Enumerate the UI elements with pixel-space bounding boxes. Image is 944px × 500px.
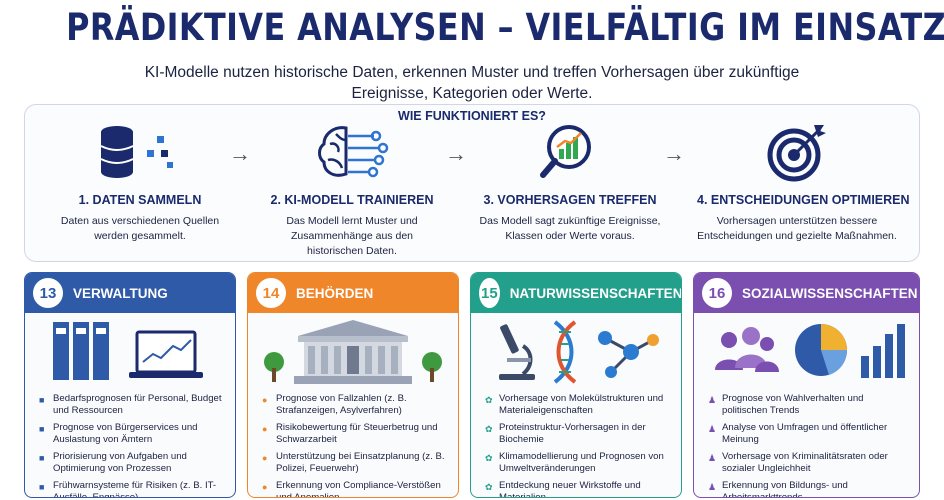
list-item: ■Bedarfsprognosen für Personal, Budget u…: [39, 393, 222, 416]
brain-icon: [263, 121, 441, 183]
arrow-right-icon: →: [229, 141, 251, 166]
arrow-right-icon: →: [663, 141, 685, 166]
step-title: 3. VORHERSAGEN TREFFEN: [483, 193, 657, 207]
step-collect-data: 1. DATEN SAMMELN Daten aus verschiedenen…: [55, 121, 225, 244]
step-text: Vorhersagen unterstützen bessere Entsche…: [697, 215, 897, 242]
magnifier-chart-icon: [475, 121, 665, 183]
bullet-icon: ■: [39, 482, 45, 492]
list-item: ●Risikobewertung für Steuerbetrug und Sc…: [262, 422, 438, 445]
bullet-icon: ♟: [708, 424, 717, 434]
bullet-icon: ●: [262, 482, 268, 492]
step-train-model: 2. KI-MODELL TRAINIEREN Das Modell lernt…: [263, 121, 441, 259]
list-item: ✿Proteinstruktur-Vorhersagen in der Bioc…: [485, 422, 646, 445]
page-subtitle: KI-Modelle nutzen historische Daten, erk…: [144, 64, 800, 102]
step-optimize-decisions: 4. ENTSCHEIDUNGEN OPTIMIEREN Vorhersagen…: [697, 121, 910, 244]
card-number: 14: [256, 278, 286, 308]
list-item: ●Prognose von Fallzahlen (z. B. Strafanz…: [262, 393, 407, 416]
microscope-dna-molecule-icon: [471, 317, 681, 387]
arrow-right-icon: →: [445, 141, 467, 166]
card-header: 16 SOZIALWISSENSCHAFTEN: [694, 273, 919, 313]
bullet-icon: ✿: [485, 395, 493, 405]
bullet-icon: ●: [262, 395, 268, 405]
list-item: ✿Vorhersage von Molekülstrukturen und Ma…: [485, 393, 664, 416]
list-item: ♟Vorhersage von Kriminalitätsraten oder …: [708, 451, 888, 474]
card-number: 16: [702, 278, 732, 308]
list-item: ■Frühwarnsysteme für Risiken (z. B. IT-A…: [39, 480, 227, 497]
card-header: 13 VERWALTUNG: [25, 273, 235, 313]
card-naturwissenschaften: 15 NATURWISSENSCHAFTEN ✿Vorhersage von M…: [470, 272, 682, 498]
list-item: ♟Analyse von Umfragen und öffentlicher M…: [708, 422, 888, 445]
card-title: SOZIALWISSENSCHAFTEN: [742, 285, 918, 301]
list-item: ♟Erkennung von Bildungs- und Arbeitsmark…: [708, 480, 911, 497]
card-title: NATURWISSENSCHAFTEN: [509, 285, 682, 301]
list-item: ■Prognose von Bürgerservices und Auslast…: [39, 422, 198, 445]
card-sozialwissenschaften: 16 SOZIALWISSENSCHAFTEN ♟Prognose von Wa…: [693, 272, 920, 498]
bullet-icon: ♟: [708, 482, 717, 492]
card-header: 15 NATURWISSENSCHAFTEN: [471, 273, 681, 313]
government-building-icon: [248, 317, 458, 387]
how-it-works-title: WIE FUNKTIONIERT ES?: [398, 109, 546, 123]
bullet-icon: ✿: [485, 482, 493, 492]
list-item: ■Priorisierung von Aufgaben und Optimier…: [39, 451, 187, 474]
card-verwaltung: 13 VERWALTUNG ■Bedarfsprognosen für Pers…: [24, 272, 236, 498]
page-title: PRÄDIKTIVE ANALYSEN – VIELFÄLTIG IM EINS…: [66, 6, 944, 49]
card-number: 13: [33, 278, 63, 308]
step-title: 2. KI-MODELL TRAINIEREN: [270, 193, 434, 207]
people-pie-bar-icon: [694, 317, 919, 387]
step-text: Das Modell sagt zukünftige Ereignisse, K…: [479, 215, 661, 242]
step-title: 1. DATEN SAMMELN: [78, 193, 202, 207]
list-item: ●Unterstützung bei Einsatzplanung (z. B.…: [262, 451, 445, 474]
target-icon: [697, 121, 897, 183]
card-title: BEHÖRDEN: [296, 285, 374, 301]
bullet-icon: ♟: [708, 453, 717, 463]
card-behoerden: 14 BEHÖRDEN ●Prognose von Fallzahlen (z.…: [247, 272, 459, 498]
list-item: ✿Klimamodellierung und Prognosen von Umw…: [485, 451, 664, 474]
how-it-works-panel: WIE FUNKTIONIERT ES? 1. DATEN SAMMELN Da…: [24, 104, 920, 262]
card-number: 15: [479, 278, 500, 308]
step-text: Daten aus verschiedenen Quellen werden g…: [60, 215, 220, 242]
step-title: 4. ENTSCHEIDUNGEN OPTIMIEREN: [697, 193, 910, 207]
bullet-icon: ●: [262, 424, 268, 434]
bullet-icon: ■: [39, 424, 45, 434]
list-item: ♟Prognose von Wahlverhalten und politisc…: [708, 393, 864, 416]
bullet-icon: ■: [39, 453, 45, 463]
bullet-icon: ●: [262, 453, 268, 463]
bullet-icon: ♟: [708, 395, 717, 405]
list-item: ✿Entdeckung neuer Wirkstoffe und Materia…: [485, 480, 673, 497]
card-title: VERWALTUNG: [73, 285, 168, 301]
bullet-icon: ✿: [485, 453, 493, 463]
bullet-icon: ✿: [485, 424, 493, 434]
database-icon: [55, 121, 225, 183]
step-text: Das Modell lernt Muster und Zusammenhäng…: [286, 215, 418, 257]
binders-laptop-icon: [25, 317, 235, 387]
card-header: 14 BEHÖRDEN: [248, 273, 458, 313]
list-item: ●Erkennung von Compliance-Verstößen und …: [262, 480, 450, 497]
bullet-icon: ■: [39, 395, 45, 405]
step-make-predictions: 3. VORHERSAGEN TREFFEN Das Modell sagt z…: [475, 121, 665, 244]
